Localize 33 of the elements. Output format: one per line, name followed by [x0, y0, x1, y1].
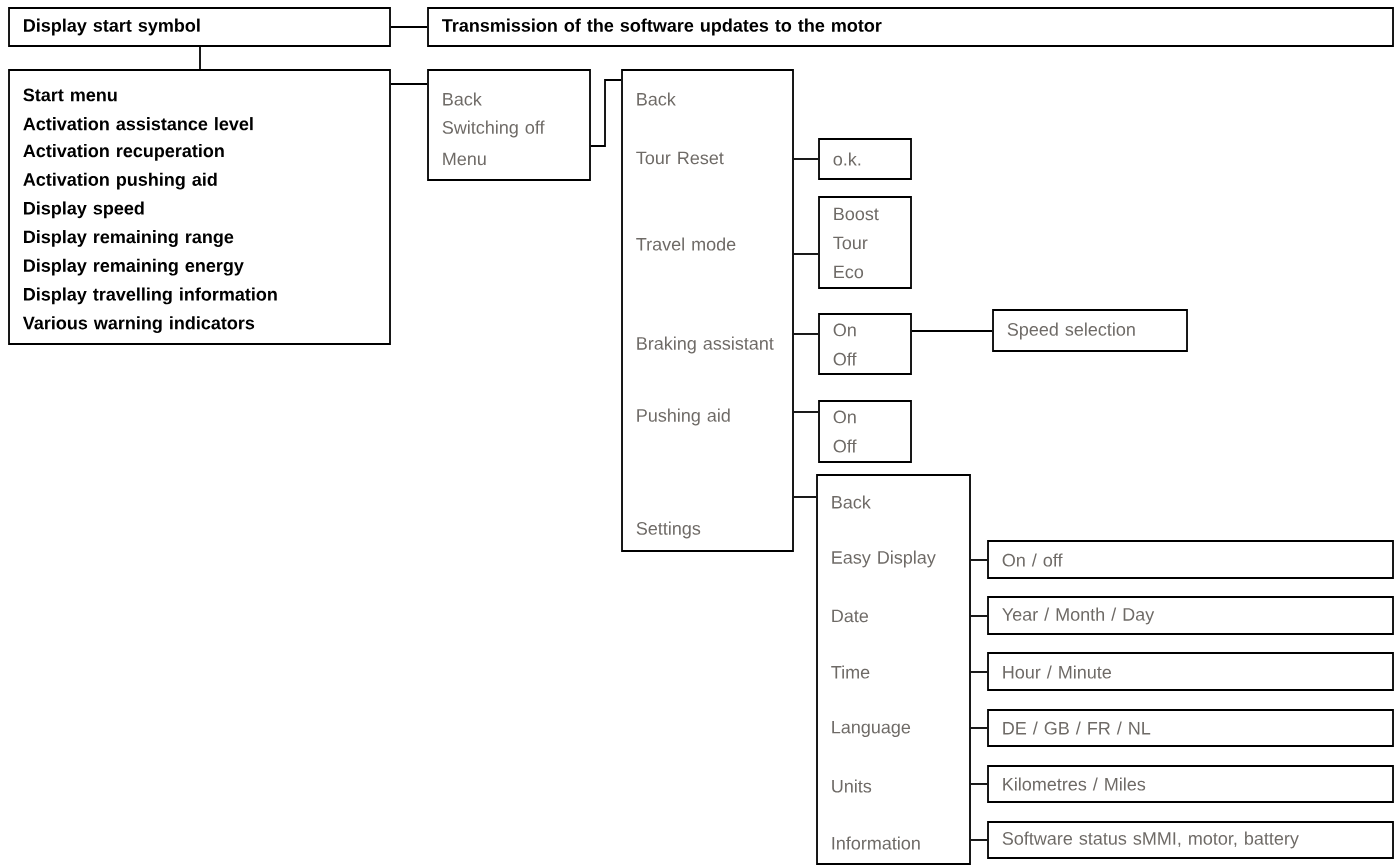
- connector-line: [970, 727, 988, 729]
- menu-box: DE / GB / FR / NL: [987, 709, 1394, 747]
- menu-box: Boost Tour Eco: [818, 196, 912, 289]
- menu-box: Speed selection: [992, 309, 1188, 352]
- menu-box: On Off: [818, 400, 912, 463]
- connector-line: [199, 46, 201, 70]
- menu-box: Back Easy Display Date Time Language Units Information: [816, 474, 971, 865]
- menu-box: Back Switching off Menu: [427, 69, 591, 181]
- connector-line: [793, 158, 819, 160]
- connector-line: [793, 411, 819, 413]
- menu-box: Software status sMMI, motor, battery: [987, 821, 1394, 859]
- connector-line: [970, 671, 988, 673]
- connector-line: [911, 330, 993, 332]
- connector-line: [970, 615, 988, 617]
- menu-box: Start menu Activation assistance level Activation recuperation Activation pushing aid Display speed Display remaining range Display remaining energy Display travelling information Various warning indicators: [8, 69, 391, 345]
- menu-box: o.k.: [818, 138, 912, 180]
- menu-box: Back Tour Reset Travel mode Braking assistant Pushing aid Settings: [621, 69, 794, 552]
- connector-line: [970, 839, 988, 841]
- menu-box: On Off: [818, 313, 912, 375]
- menu-box: Transmission of the software updates to the motor: [427, 7, 1394, 47]
- connector-line: [793, 333, 819, 335]
- connector-line: [390, 26, 428, 28]
- connector-line: [390, 83, 428, 85]
- menu-box: Year / Month / Day: [987, 596, 1394, 635]
- connector-line: [970, 559, 988, 561]
- connector-line: [970, 783, 988, 785]
- connector-line: [793, 496, 817, 498]
- menu-box: Display start symbol: [8, 7, 391, 47]
- menu-box: Kilometres / Miles: [987, 765, 1394, 803]
- connector-line: [793, 253, 819, 255]
- menu-box: Hour / Minute: [987, 652, 1394, 691]
- menu-box: On / off: [987, 540, 1394, 579]
- connector-line: [590, 79, 622, 147]
